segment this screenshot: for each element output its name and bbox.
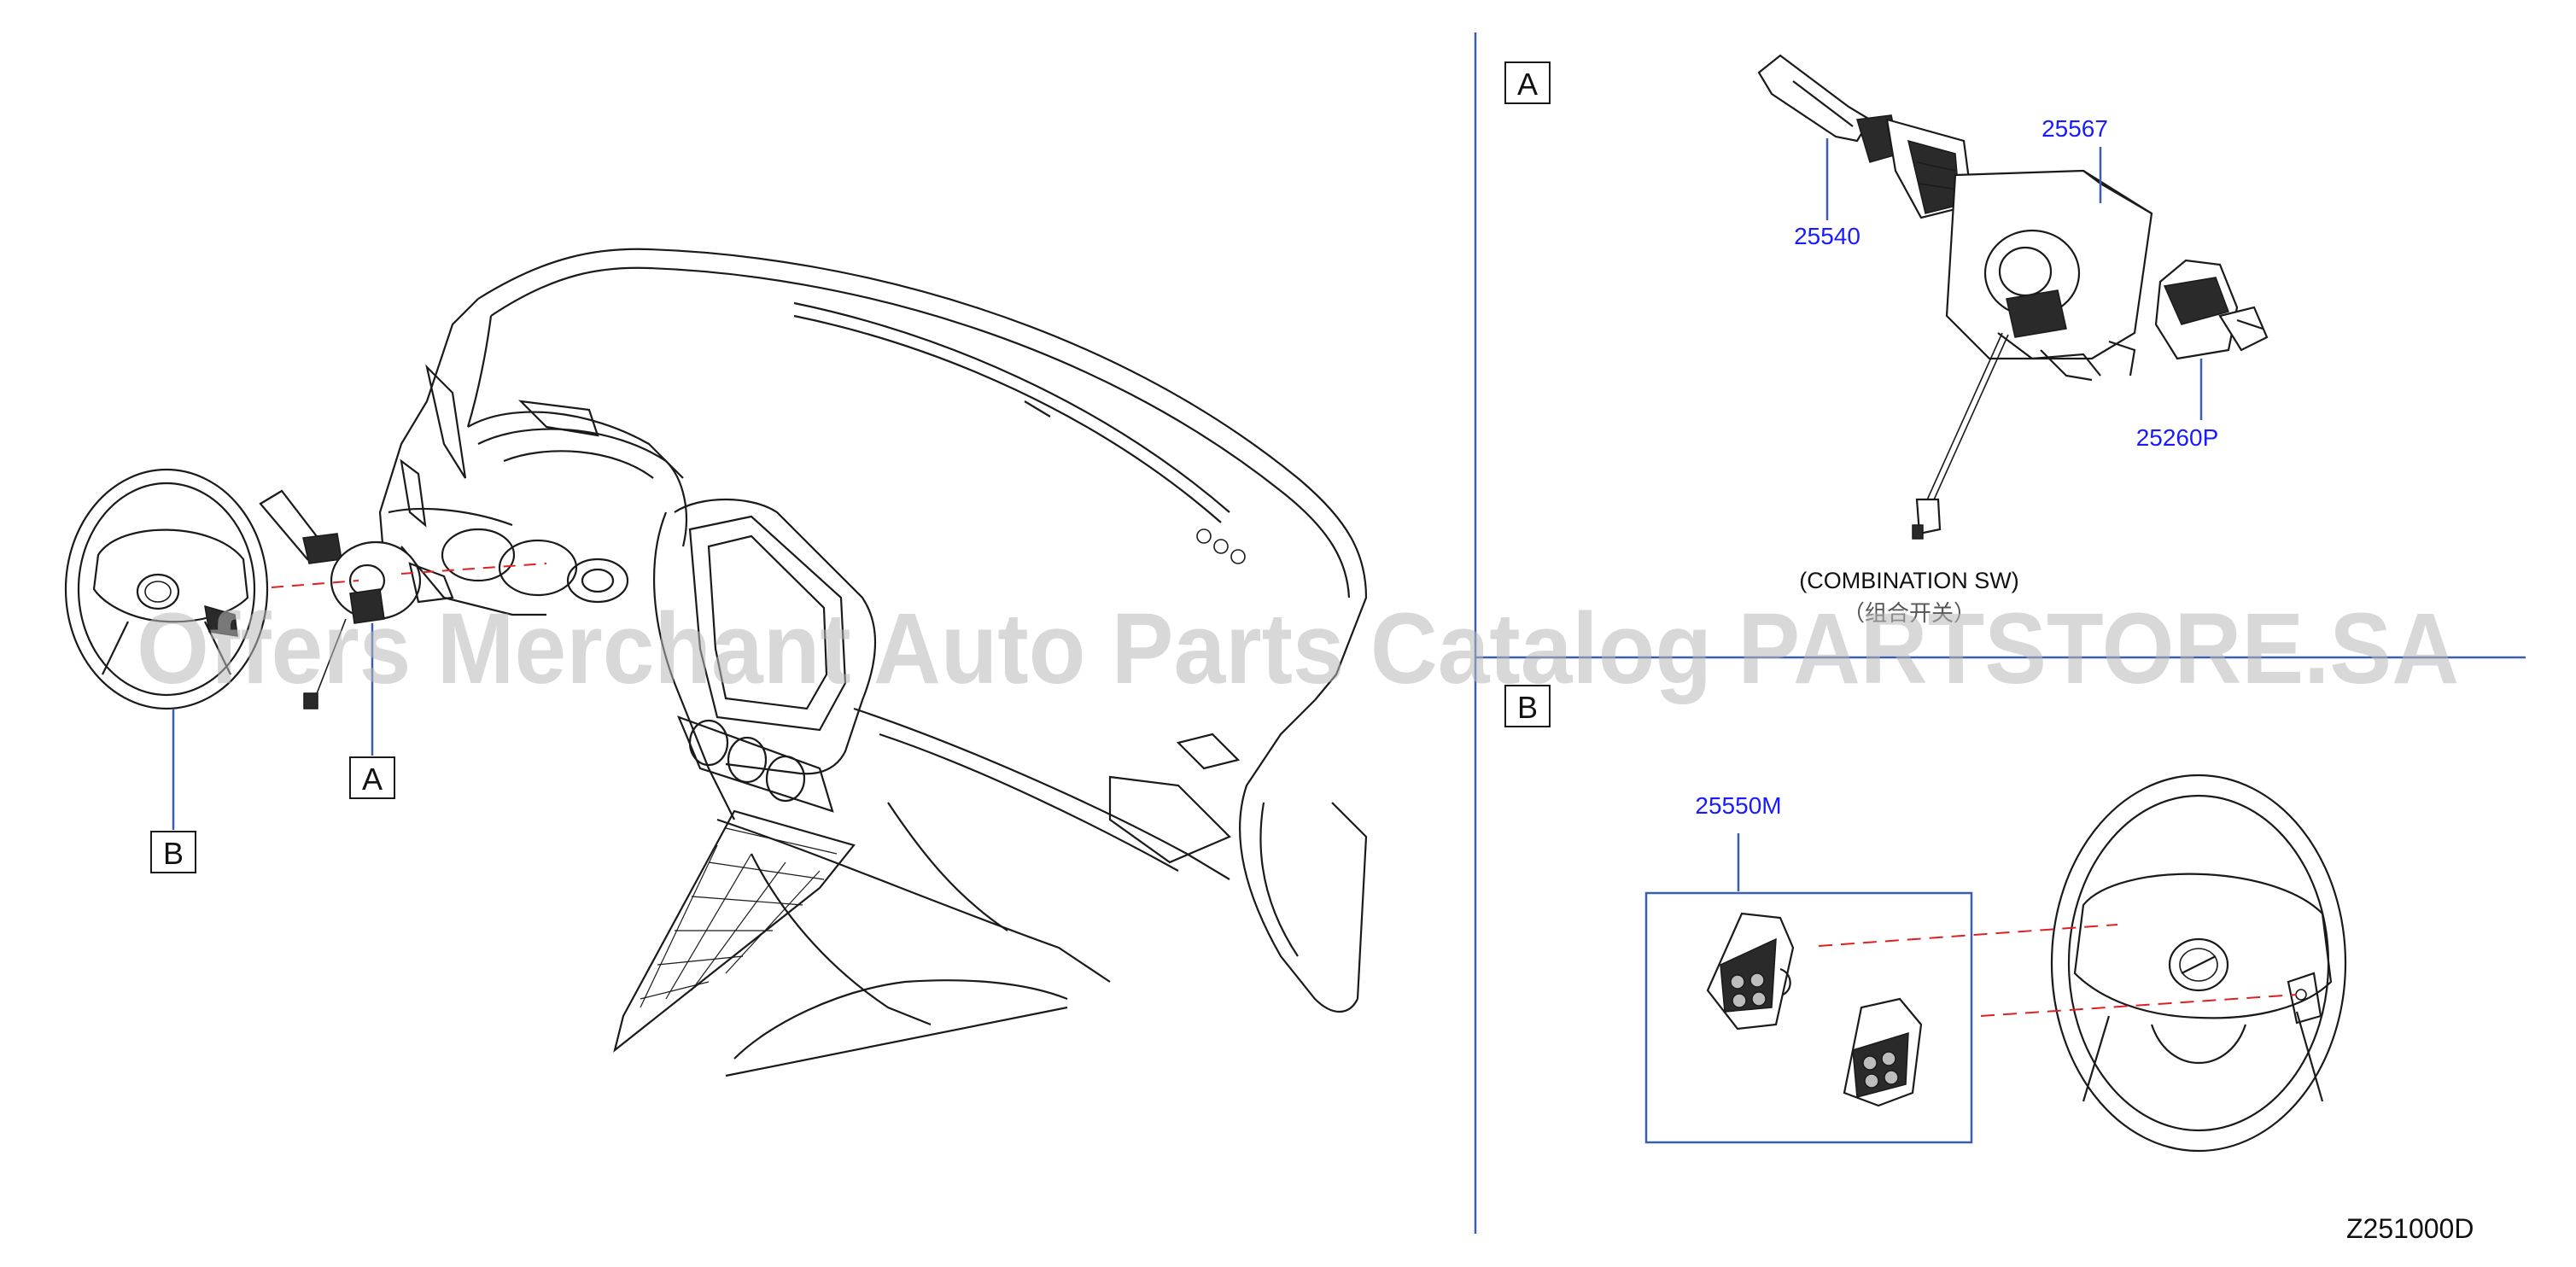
part-25260p-wiper-switch [2154, 259, 2269, 360]
diagram-code: Z251000D [2346, 1213, 2474, 1244]
watermark-text: Offers Merchant Auto Parts Catalog PARTS… [137, 593, 2459, 705]
section-a-label-box: A [1504, 61, 1551, 104]
overview-combination-switch [259, 489, 454, 709]
section-b-label: B [1517, 690, 1538, 725]
overview-guide-lines [271, 563, 547, 588]
section-b-guide-lines [1818, 924, 2298, 1017]
part-25550m-right-switch [1843, 997, 1923, 1107]
part-number-25540: 25540 [1794, 223, 1860, 249]
section-a-label: A [1517, 67, 1538, 102]
overview-callout-a: A [349, 623, 395, 799]
overview-callout-b: B [150, 709, 196, 873]
combination-switch-caption-cn: （组合开关） [1843, 601, 1976, 627]
combination-switch-caption: (COMBINATION SW) [1799, 568, 2018, 593]
section-b-label-box: B [1504, 685, 1551, 727]
overview-steering-wheel [64, 468, 269, 710]
part-25550m-left-switch [1706, 912, 1795, 1031]
dashboard-illustration [378, 248, 1368, 1077]
part-number-25567: 25567 [2042, 115, 2108, 142]
part-25567-spiral-cable [1912, 169, 2153, 540]
steering-switch-group-box [1644, 891, 1973, 1144]
part-number-25550m: 25550M [1695, 792, 1781, 819]
overview-callout-a-label: A [362, 762, 383, 797]
section-b-steering-wheel [2050, 774, 2347, 1153]
part-number-25260p: 25260P [2136, 424, 2219, 451]
overview-callout-b-label: B [163, 836, 184, 871]
part-25540-lever-switch [1757, 54, 1974, 219]
